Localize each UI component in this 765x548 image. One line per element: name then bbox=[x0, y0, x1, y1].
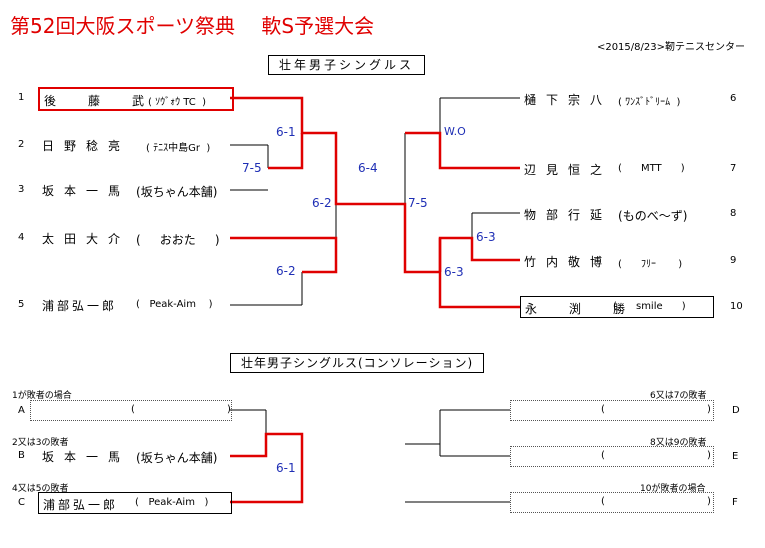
player-name: 竹内敬博 bbox=[524, 255, 613, 269]
match-score: 6-2 bbox=[312, 196, 332, 210]
seed-number: 9 bbox=[730, 255, 737, 266]
slot-label: B bbox=[18, 450, 25, 461]
player-club: ( ﾜﾝｽﾞﾄﾞﾘｰﾑ ) bbox=[618, 97, 681, 108]
player-club: (坂ちゃん本舗) bbox=[136, 185, 218, 199]
seed-number: 2 bbox=[18, 139, 25, 150]
slot-label: D bbox=[732, 405, 740, 416]
match-score: 6-3 bbox=[444, 265, 464, 279]
player-club: ( ﾌﾘｰ ) bbox=[618, 259, 683, 270]
slot-parens: ( bbox=[601, 496, 605, 507]
slot-a-entry: ( ) bbox=[30, 400, 232, 421]
slot-note: 10が敗者の場合 bbox=[640, 484, 706, 494]
slot-parens: ) bbox=[707, 496, 711, 507]
player-name: 永 渕 勝 bbox=[525, 302, 636, 316]
seed-number: 1 bbox=[18, 92, 25, 103]
player-name: 物部行延 bbox=[524, 208, 613, 222]
seed-number: 8 bbox=[730, 208, 737, 219]
seed-number: 3 bbox=[18, 184, 25, 195]
player-club: ( ｿｳﾞｫｳ TC ) bbox=[148, 97, 207, 108]
player-name: 坂本一馬 bbox=[42, 450, 131, 464]
player-name: 樋下宗八 bbox=[524, 93, 613, 107]
final-score: 6-4 bbox=[358, 161, 378, 175]
player-club: ( おおた ) bbox=[136, 233, 220, 247]
page-title: 第52回大阪スポーツ祭典 軟S予選大会 bbox=[10, 14, 375, 38]
match-score: 6-2 bbox=[276, 264, 296, 278]
slot-parens: ) bbox=[227, 404, 231, 415]
player-club: (ものべ～ず) bbox=[618, 209, 688, 223]
slot-parens: ( bbox=[601, 450, 605, 461]
match-score: 7-5 bbox=[408, 196, 428, 210]
player-club: (坂ちゃん本舗) bbox=[136, 451, 218, 465]
player-club: ( MTT ) bbox=[618, 163, 685, 174]
seed-number: 5 bbox=[18, 299, 25, 310]
player-club: ( Peak-Aim ) bbox=[135, 497, 209, 508]
match-score: W.O bbox=[444, 125, 466, 138]
slot-d-entry: ( ) bbox=[510, 400, 714, 421]
player-name: 太田大介 bbox=[42, 232, 131, 246]
main-bracket-heading: 壮年男子シングルス bbox=[268, 55, 426, 75]
player-name: 日野稔亮 bbox=[42, 139, 131, 153]
slot-label: A bbox=[18, 405, 25, 416]
slot-e-entry: ( ) bbox=[510, 446, 714, 467]
slot-label: E bbox=[732, 451, 739, 462]
player-name: 辺見恒之 bbox=[524, 163, 613, 177]
slot-label: F bbox=[732, 497, 738, 508]
slot-note: 2又は3の敗者 bbox=[12, 438, 69, 448]
player-name: 浦部弘一郎 bbox=[42, 299, 118, 313]
match-score: 6-1 bbox=[276, 461, 296, 475]
slot-parens: ( bbox=[601, 404, 605, 415]
player-club: ( smile ) bbox=[613, 301, 686, 312]
player-name: 後 藤 武 bbox=[44, 94, 155, 108]
seed-number: 6 bbox=[730, 93, 737, 104]
slot-label: C bbox=[18, 497, 25, 508]
player-entry: 永 渕 勝 ( smile ) bbox=[520, 296, 714, 318]
seed-number: 4 bbox=[18, 232, 25, 243]
slot-parens: ) bbox=[707, 404, 711, 415]
seed-number: 7 bbox=[730, 163, 737, 174]
player-entry: 浦部弘一郎 ( Peak-Aim ) bbox=[38, 492, 232, 514]
slot-note: 1が敗者の場合 bbox=[12, 391, 72, 401]
slot-parens: ) bbox=[707, 450, 711, 461]
consolation-heading: 壮年男子シングルス(コンソレーション) bbox=[230, 353, 485, 373]
player-club: ( Peak-Aim ) bbox=[136, 299, 213, 310]
seed-number: 10 bbox=[730, 301, 743, 312]
slot-f-entry: ( ) bbox=[510, 492, 714, 513]
match-score: 6-1 bbox=[276, 125, 296, 139]
match-score: 7-5 bbox=[242, 161, 262, 175]
event-date-venue: <2015/8/23>靭テニスセンター bbox=[596, 42, 745, 53]
slot-parens: ( bbox=[131, 404, 135, 415]
slot-note: 4又は5の敗者 bbox=[12, 484, 69, 494]
slot-note: 8又は9の敗者 bbox=[650, 438, 707, 448]
match-score: 6-3 bbox=[476, 230, 496, 244]
slot-note: 6又は7の敗者 bbox=[650, 391, 707, 401]
player-entry: 後 藤 武 ( ｿｳﾞｫｳ TC ) bbox=[38, 87, 234, 111]
player-club: ( ﾃﾆｽ中島Gr ) bbox=[146, 143, 211, 154]
player-name: 坂本一馬 bbox=[42, 184, 131, 198]
player-name: 浦部弘一郎 bbox=[43, 498, 119, 512]
